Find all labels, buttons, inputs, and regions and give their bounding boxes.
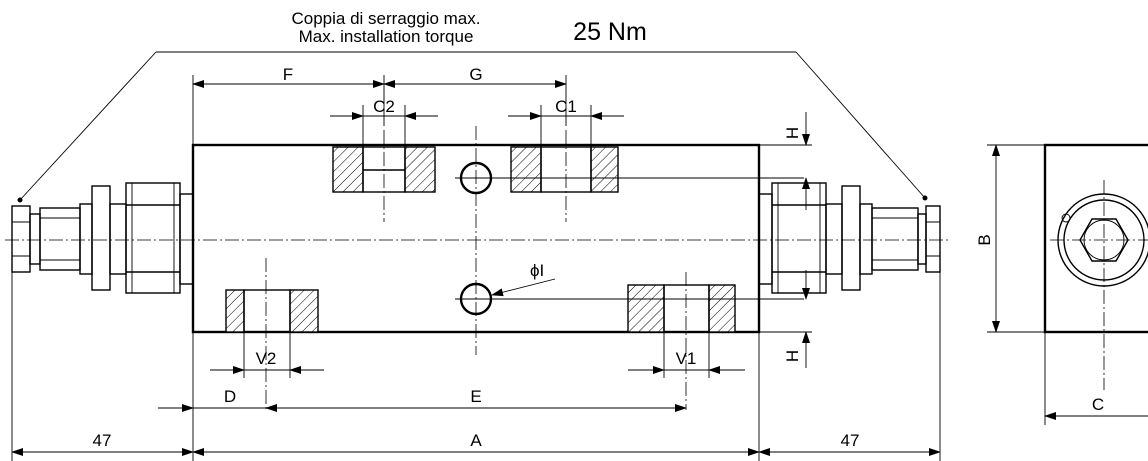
dimension-B: B [975, 144, 1045, 333]
mounting-hole-top [455, 161, 804, 195]
dimension-H-bottom: H [759, 270, 812, 368]
dimension-V2: V2 [210, 332, 324, 378]
dim-H-bottom-label: H [783, 350, 802, 362]
dim-F-label: F [283, 65, 293, 84]
dimension-47-left: 47 [11, 272, 194, 461]
torque-value: 25 Nm [573, 18, 647, 46]
dim-phiI-label: ϕI [530, 261, 544, 280]
dim-A-label: A [470, 431, 482, 450]
dim-V2-label: V2 [256, 349, 277, 368]
dimension-H-top: H [759, 112, 812, 210]
torque-label-it: Coppia di serraggio max. [292, 9, 481, 28]
side-view [1043, 143, 1148, 390]
mounting-hole-bottom [455, 282, 804, 316]
dim-C-label: C [1092, 395, 1104, 414]
port-c1-section [510, 130, 619, 222]
right-cartridge [758, 182, 941, 294]
dim-H-top-label: H [783, 127, 802, 139]
dimension-phiI: ϕI [491, 261, 556, 297]
dimension-G: G [383, 65, 567, 88]
torque-label-en: Max. installation torque [299, 27, 474, 46]
dim-C1-label: C1 [555, 97, 577, 116]
port-v1-section [627, 272, 736, 410]
torque-annotation: Coppia di serraggio max. Max. installati… [17, 9, 928, 203]
torque-leader-left-diag [19, 51, 157, 201]
dimension-V1: V1 [628, 332, 745, 378]
dim-G-label: G [469, 65, 482, 84]
dimension-A: A [192, 332, 760, 461]
dimension-47-right: 47 [758, 272, 941, 461]
dim-B-label: B [975, 234, 994, 245]
dimension-C1: C1 [508, 97, 624, 147]
left-cartridge [11, 182, 194, 294]
dim-V1-label: V1 [676, 349, 697, 368]
port-c2-section [332, 130, 436, 222]
port-v2-section [225, 258, 319, 410]
dim-D-label: D [224, 387, 236, 406]
dim-47-left-label: 47 [93, 431, 112, 450]
valve-body [5, 126, 950, 355]
dimension-C2: C2 [330, 97, 438, 147]
dim-C2-label: C2 [373, 97, 395, 116]
dimension-C: C [1044, 332, 1148, 425]
dimension-E: E [265, 387, 687, 412]
dim-E-label: E [470, 387, 481, 406]
dim-47-right-label: 47 [841, 431, 860, 450]
dimension-D: D [158, 332, 266, 461]
torque-leader-right-diag [795, 51, 926, 199]
